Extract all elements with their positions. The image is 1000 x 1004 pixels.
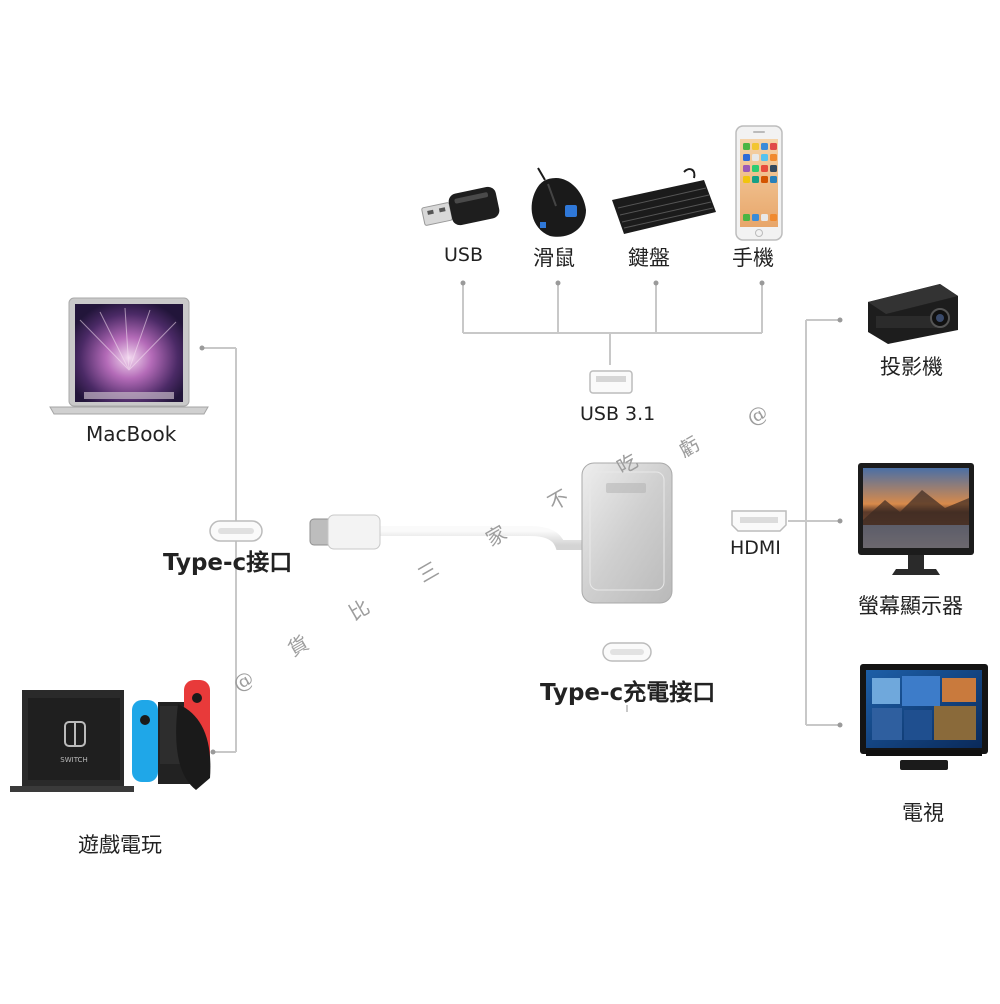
label-macbook: MacBook	[86, 422, 177, 446]
connector-dots	[199, 280, 843, 755]
usb-port-icon	[589, 370, 633, 394]
mouse-icon	[531, 167, 586, 237]
label-typec-in: Type-c接口	[163, 550, 293, 576]
keyboard-icon	[612, 168, 716, 234]
label-phone: 手機	[732, 246, 774, 270]
watermark: @ 貨 比 三 家 不 吃 虧 @	[229, 400, 772, 697]
label-usb31: USB 3.1	[580, 403, 656, 425]
hdmi-port-icon	[731, 510, 787, 532]
connector-lines	[202, 283, 840, 753]
adapter-hub-icon	[581, 462, 673, 604]
watermark-char: 比	[345, 595, 374, 626]
watermark-char: 三	[414, 557, 443, 588]
watermark-char: 貨	[284, 631, 313, 662]
label-typec-charge: Type-c充電接口	[540, 680, 716, 706]
watermark-char: 家	[482, 521, 511, 552]
typec-port-icon	[209, 520, 263, 542]
watermark-char: 不	[544, 485, 573, 516]
label-game: 遊戲電玩	[78, 833, 162, 857]
watermark-char: @	[743, 400, 772, 431]
label-tv: 電視	[902, 801, 944, 825]
label-usb: USB	[444, 244, 484, 266]
label-mouse: 滑鼠	[533, 246, 575, 270]
label-hdmi: HDMI	[730, 537, 781, 559]
label-monitor: 螢幕顯示器	[858, 594, 963, 618]
watermark-char: @	[229, 666, 258, 697]
typec-cable	[309, 514, 589, 550]
tv-icon	[860, 664, 988, 770]
phone-icon	[735, 125, 783, 241]
macbook-icon	[49, 297, 209, 415]
monitor-icon	[858, 463, 974, 575]
switch-brand-text: SWITCH	[60, 756, 87, 764]
projector-icon	[868, 284, 958, 344]
label-projector: 投影機	[880, 355, 943, 379]
watermark-char: 虧	[675, 432, 704, 463]
usb-drive-icon	[421, 186, 500, 226]
typec-charge-port-icon	[602, 642, 652, 662]
switch-console-icon: SWITCH	[10, 680, 211, 792]
label-keyboard: 鍵盤	[628, 246, 670, 270]
